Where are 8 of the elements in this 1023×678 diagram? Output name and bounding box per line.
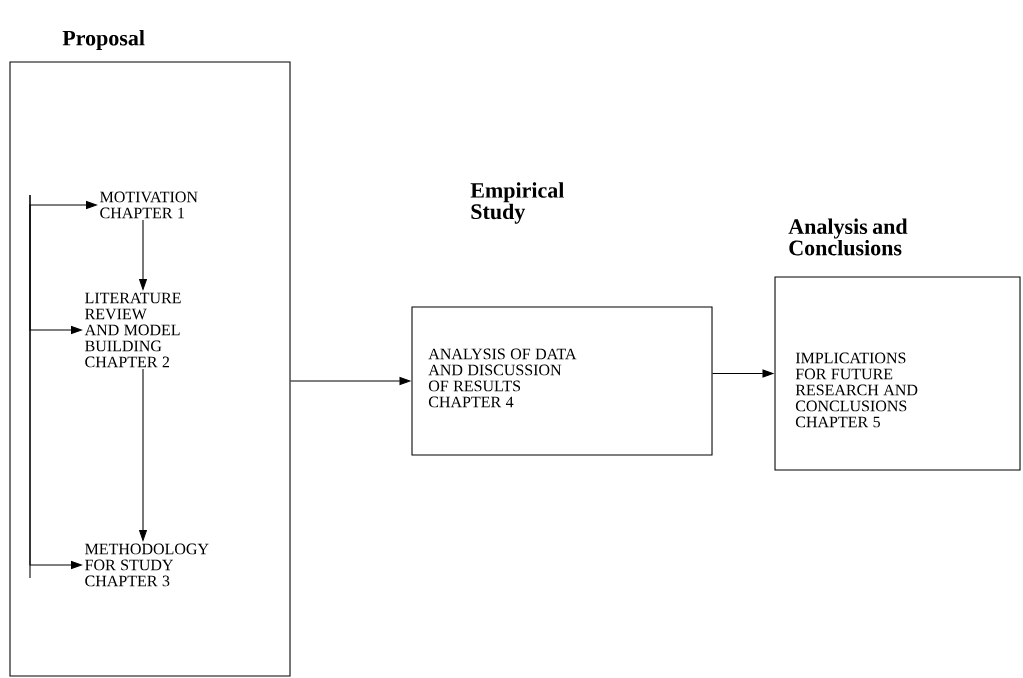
- step-text: LITERATURE REVIEW AND MODEL BUILDING CHAPTER 2: [84, 292, 181, 368]
- node-label: Empirical Study: [470, 182, 565, 224]
- process-box: Analysis and Conclusions IMPLICATIONS FOR FUTURE RESEARCH AND CONCLUSIONS CHAPTER 5: [774, 218, 1021, 471]
- step-text: MOTIVATION CHAPTER 1: [100, 191, 198, 219]
- node-label: Analysis and Conclusions: [788, 218, 908, 256]
- node-label: Proposal: [62, 30, 145, 50]
- process-box: Empirical Study ANALYSIS OF DATA AND DISCUSSION OF RESULTS CHAPTER 4: [411, 182, 713, 456]
- step-text: METHODOLOGY FOR STUDY CHAPTER 3: [85, 543, 209, 587]
